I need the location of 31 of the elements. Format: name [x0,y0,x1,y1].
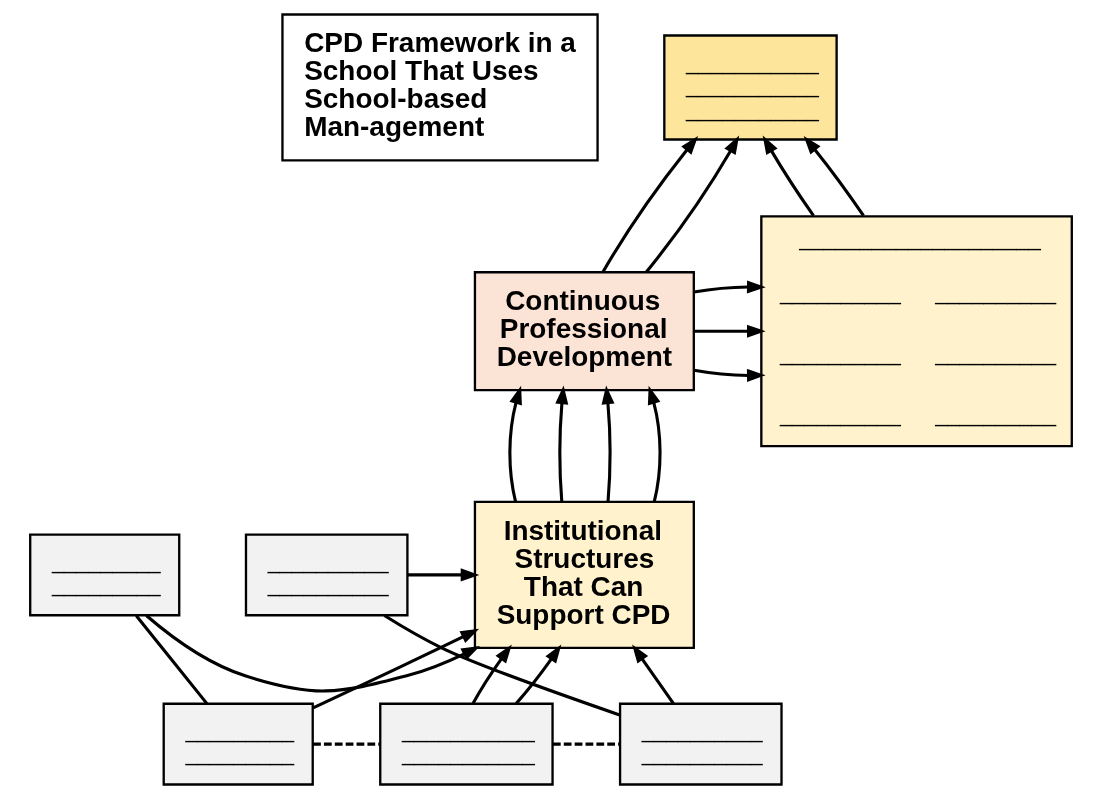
arrow [514,644,561,705]
arrow [407,568,479,582]
arrow [803,135,865,217]
node-box: Continuous Professional Development [473,271,695,392]
node-box: ____________________ __________ __________ __________ __________ __________ __________ [759,215,1073,448]
connector [552,742,620,746]
connector [134,614,208,705]
node-box: __________ __________ [244,533,409,617]
node-box: __________ __________ [618,702,783,786]
arrow [507,385,522,503]
arrow [554,385,568,502]
arrow [144,614,480,693]
arrow [693,280,766,294]
node-box: CPD Framework in a School That Uses School-based Man-agement [280,13,599,162]
arrow [471,644,512,705]
node-box: ___________ ___________ ___________ [662,34,838,141]
arrow [762,135,815,217]
arrow [312,628,479,710]
arrow [647,385,662,503]
arrow [693,324,766,338]
arrow [601,385,614,502]
arrow [644,135,739,273]
connector [383,614,620,717]
connector [312,742,380,746]
arrow [631,644,675,705]
node-box: Institutional Structures That Can Support CPD [473,500,695,650]
arrow [693,368,766,382]
node-box: _________ _________ [28,533,180,617]
arrow [601,136,698,273]
node-box: _________ _________ [162,702,314,786]
node-box: ___________ ___________ [378,702,554,786]
